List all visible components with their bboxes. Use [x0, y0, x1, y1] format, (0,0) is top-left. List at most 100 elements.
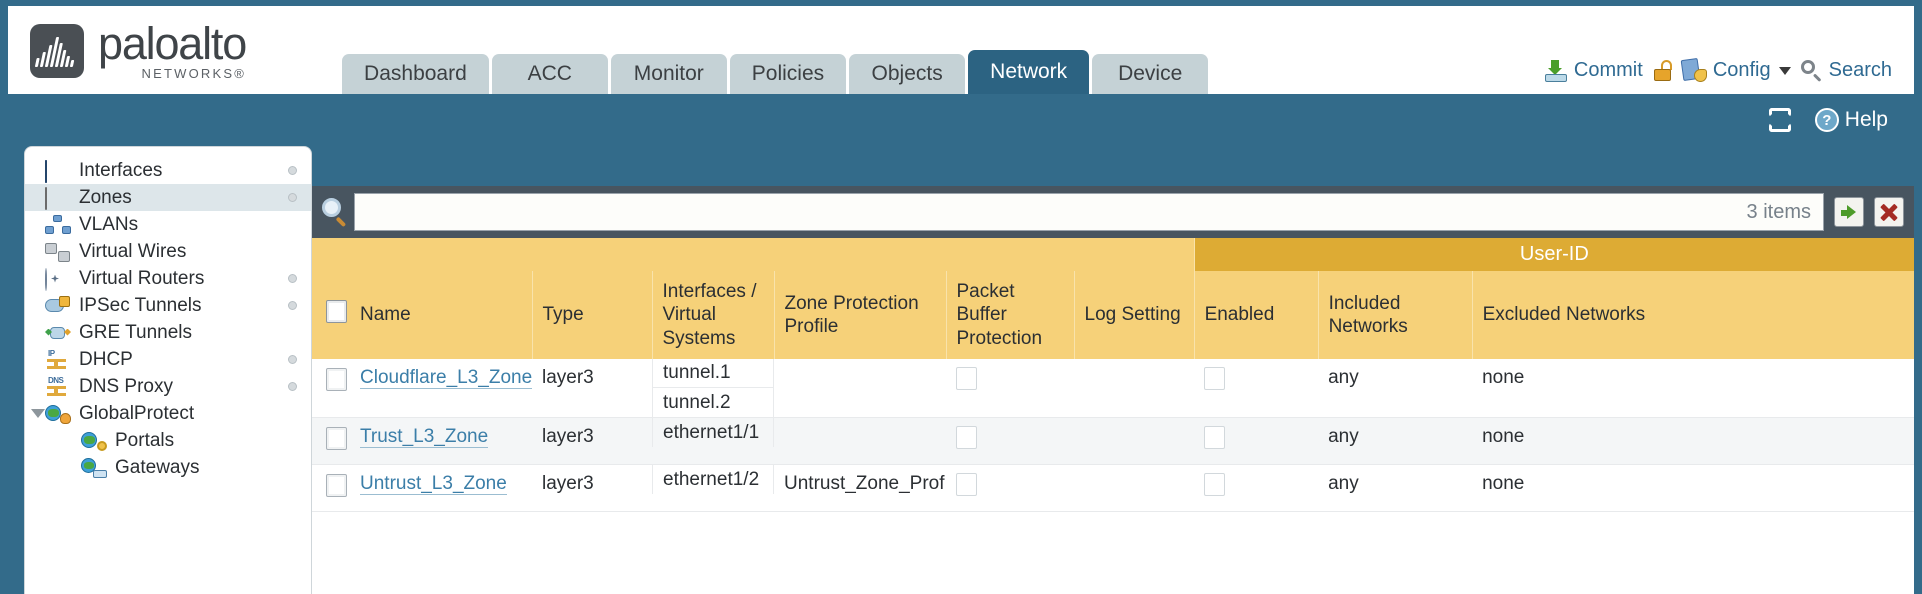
config-menu[interactable]: Config: [1680, 57, 1791, 82]
sidebar-item-zones[interactable]: Zones: [25, 184, 311, 211]
expander-triangle-icon[interactable]: [31, 409, 45, 418]
help-link[interactable]: ? Help: [1814, 108, 1888, 132]
ipsec-tunnels-icon: [45, 295, 71, 316]
sidebar-item-label: GRE Tunnels: [79, 321, 192, 343]
sidebar-item-dhcp[interactable]: IP DHCP: [25, 346, 311, 373]
col-header-log-setting[interactable]: Log Setting: [1074, 271, 1195, 359]
sidebar-item-dns-proxy[interactable]: DNS DNS Proxy: [25, 373, 311, 400]
packet-buffer-protection-checkbox[interactable]: [956, 367, 977, 390]
packet-buffer-protection-checkbox[interactable]: [956, 426, 977, 449]
user-id-enabled-checkbox[interactable]: [1204, 426, 1226, 449]
status-dot: [288, 301, 297, 310]
row-select-checkbox[interactable]: [326, 474, 347, 497]
search-button[interactable]: Search: [1800, 59, 1892, 82]
col-header-excluded-networks[interactable]: Excluded Networks: [1472, 271, 1914, 359]
virtual-wires-icon: [45, 242, 71, 262]
cell-packet-buffer-protection[interactable]: [946, 464, 1074, 512]
table-row[interactable]: Untrust_L3_Zone layer3 ethernet1/2 Untru…: [312, 464, 1914, 512]
tab-device[interactable]: Device: [1092, 54, 1209, 94]
search-field-wrapper[interactable]: 3 items: [354, 193, 1824, 231]
cell-user-id-enabled[interactable]: [1194, 417, 1319, 465]
sidebar-item-label: Interfaces: [79, 159, 163, 181]
col-header-interfaces[interactable]: Interfaces / Virtual Systems: [652, 271, 775, 359]
select-all-checkbox[interactable]: [326, 300, 347, 324]
interface-entry: tunnel.1: [652, 359, 774, 388]
cell-name[interactable]: Untrust_L3_Zone: [350, 464, 532, 512]
refresh-icon[interactable]: [1768, 108, 1795, 132]
zone-name-link[interactable]: Trust_L3_Zone: [360, 426, 489, 448]
clear-filter-button[interactable]: [1874, 197, 1904, 227]
cell-name[interactable]: Cloudflare_L3_Zone: [350, 359, 533, 418]
cell-user-id-enabled[interactable]: [1194, 464, 1319, 512]
commit-button[interactable]: Commit: [1544, 59, 1643, 82]
tab-policies[interactable]: Policies: [729, 54, 847, 94]
tab-monitor[interactable]: Monitor: [610, 54, 727, 94]
zones-table: User-ID Name Type Interfaces / Virtual S…: [312, 238, 1914, 512]
col-header-type[interactable]: Type: [532, 271, 653, 359]
packet-buffer-protection-checkbox[interactable]: [956, 473, 977, 496]
tab-dashboard[interactable]: Dashboard: [342, 54, 489, 94]
table-row[interactable]: Trust_L3_Zone layer3 ethernet1/1: [312, 417, 1914, 465]
col-header-packet-buffer-protection[interactable]: Packet Buffer Protection: [946, 271, 1075, 359]
help-label: Help: [1844, 108, 1888, 131]
col-header-included-networks[interactable]: Included Networks: [1318, 271, 1473, 359]
interface-entry: ethernet1/1: [652, 418, 774, 447]
cell-name[interactable]: Trust_L3_Zone: [350, 417, 532, 465]
sidebar-item-ipsec-tunnels[interactable]: IPSec Tunnels: [25, 292, 311, 319]
col-header-zone-protection-profile[interactable]: Zone Protection Profile: [774, 271, 947, 359]
config-label: Config: [1712, 59, 1771, 81]
zone-name-link[interactable]: Cloudflare_L3_Zone: [360, 367, 533, 389]
user-id-enabled-checkbox[interactable]: [1204, 473, 1226, 496]
row-select-cell[interactable]: [312, 464, 350, 512]
sidebar-item-gre-tunnels[interactable]: GRE Tunnels: [25, 319, 311, 346]
sidebar-item-interfaces[interactable]: Interfaces: [25, 157, 311, 184]
sidebar-item-portals[interactable]: Portals: [25, 427, 311, 454]
interface-entry: ethernet1/2: [652, 465, 774, 494]
cell-excluded-networks: none: [1472, 417, 1914, 465]
vlans-icon: [45, 214, 71, 235]
row-select-cell[interactable]: [312, 359, 350, 418]
cell-interfaces: tunnel.1 tunnel.2: [652, 359, 774, 418]
cell-excluded-networks: none: [1472, 359, 1914, 418]
tab-acc[interactable]: ACC: [491, 54, 608, 94]
search-label: Search: [1828, 59, 1892, 81]
sidebar-item-globalprotect[interactable]: GlobalProtect: [25, 400, 311, 427]
sidebar-item-label: GlobalProtect: [79, 402, 195, 424]
zone-name-link[interactable]: Untrust_L3_Zone: [360, 473, 507, 495]
cell-log-setting: [1074, 417, 1195, 465]
select-all-header[interactable]: [312, 271, 350, 359]
col-header-enabled[interactable]: Enabled: [1194, 271, 1319, 359]
cell-included-networks: any: [1318, 417, 1473, 465]
row-select-cell[interactable]: [312, 417, 350, 465]
search-icon: [1800, 59, 1823, 82]
sidebar-item-vlans[interactable]: VLANs: [25, 211, 311, 238]
col-header-name[interactable]: Name: [350, 271, 533, 359]
commit-label: Commit: [1573, 59, 1643, 81]
status-dot: [288, 274, 297, 283]
cell-zone-protection-profile: [774, 417, 946, 465]
filter-search-icon[interactable]: [320, 197, 350, 228]
zones-table-body: Cloudflare_L3_Zone layer3 tunnel.1 tunne…: [312, 359, 1914, 512]
user-id-enabled-checkbox[interactable]: [1204, 367, 1226, 390]
sidebar-item-gateways[interactable]: Gateways: [25, 454, 311, 481]
row-select-checkbox[interactable]: [326, 368, 347, 391]
row-select-checkbox[interactable]: [326, 427, 347, 450]
cell-user-id-enabled[interactable]: [1194, 359, 1319, 418]
table-row[interactable]: Cloudflare_L3_Zone layer3 tunnel.1 tunne…: [312, 359, 1914, 418]
sidebar-item-label: Gateways: [115, 456, 200, 478]
apply-filter-button[interactable]: [1834, 197, 1864, 227]
tab-network[interactable]: Network: [968, 50, 1090, 94]
search-input[interactable]: [367, 201, 1735, 223]
config-key-icon: [1680, 57, 1707, 82]
sidebar-item-virtual-wires[interactable]: Virtual Wires: [25, 238, 311, 265]
sidebar-item-label: VLANs: [79, 213, 139, 235]
tab-objects[interactable]: Objects: [849, 54, 966, 94]
virtual-routers-icon: [45, 267, 71, 291]
cell-packet-buffer-protection[interactable]: [946, 359, 1074, 418]
padlock-unlocked-icon[interactable]: [1653, 60, 1672, 81]
cell-log-setting: [1074, 359, 1195, 418]
sidebar-item-virtual-routers[interactable]: Virtual Routers: [25, 265, 311, 292]
cell-packet-buffer-protection[interactable]: [946, 417, 1074, 465]
cell-type: layer3: [532, 359, 652, 418]
